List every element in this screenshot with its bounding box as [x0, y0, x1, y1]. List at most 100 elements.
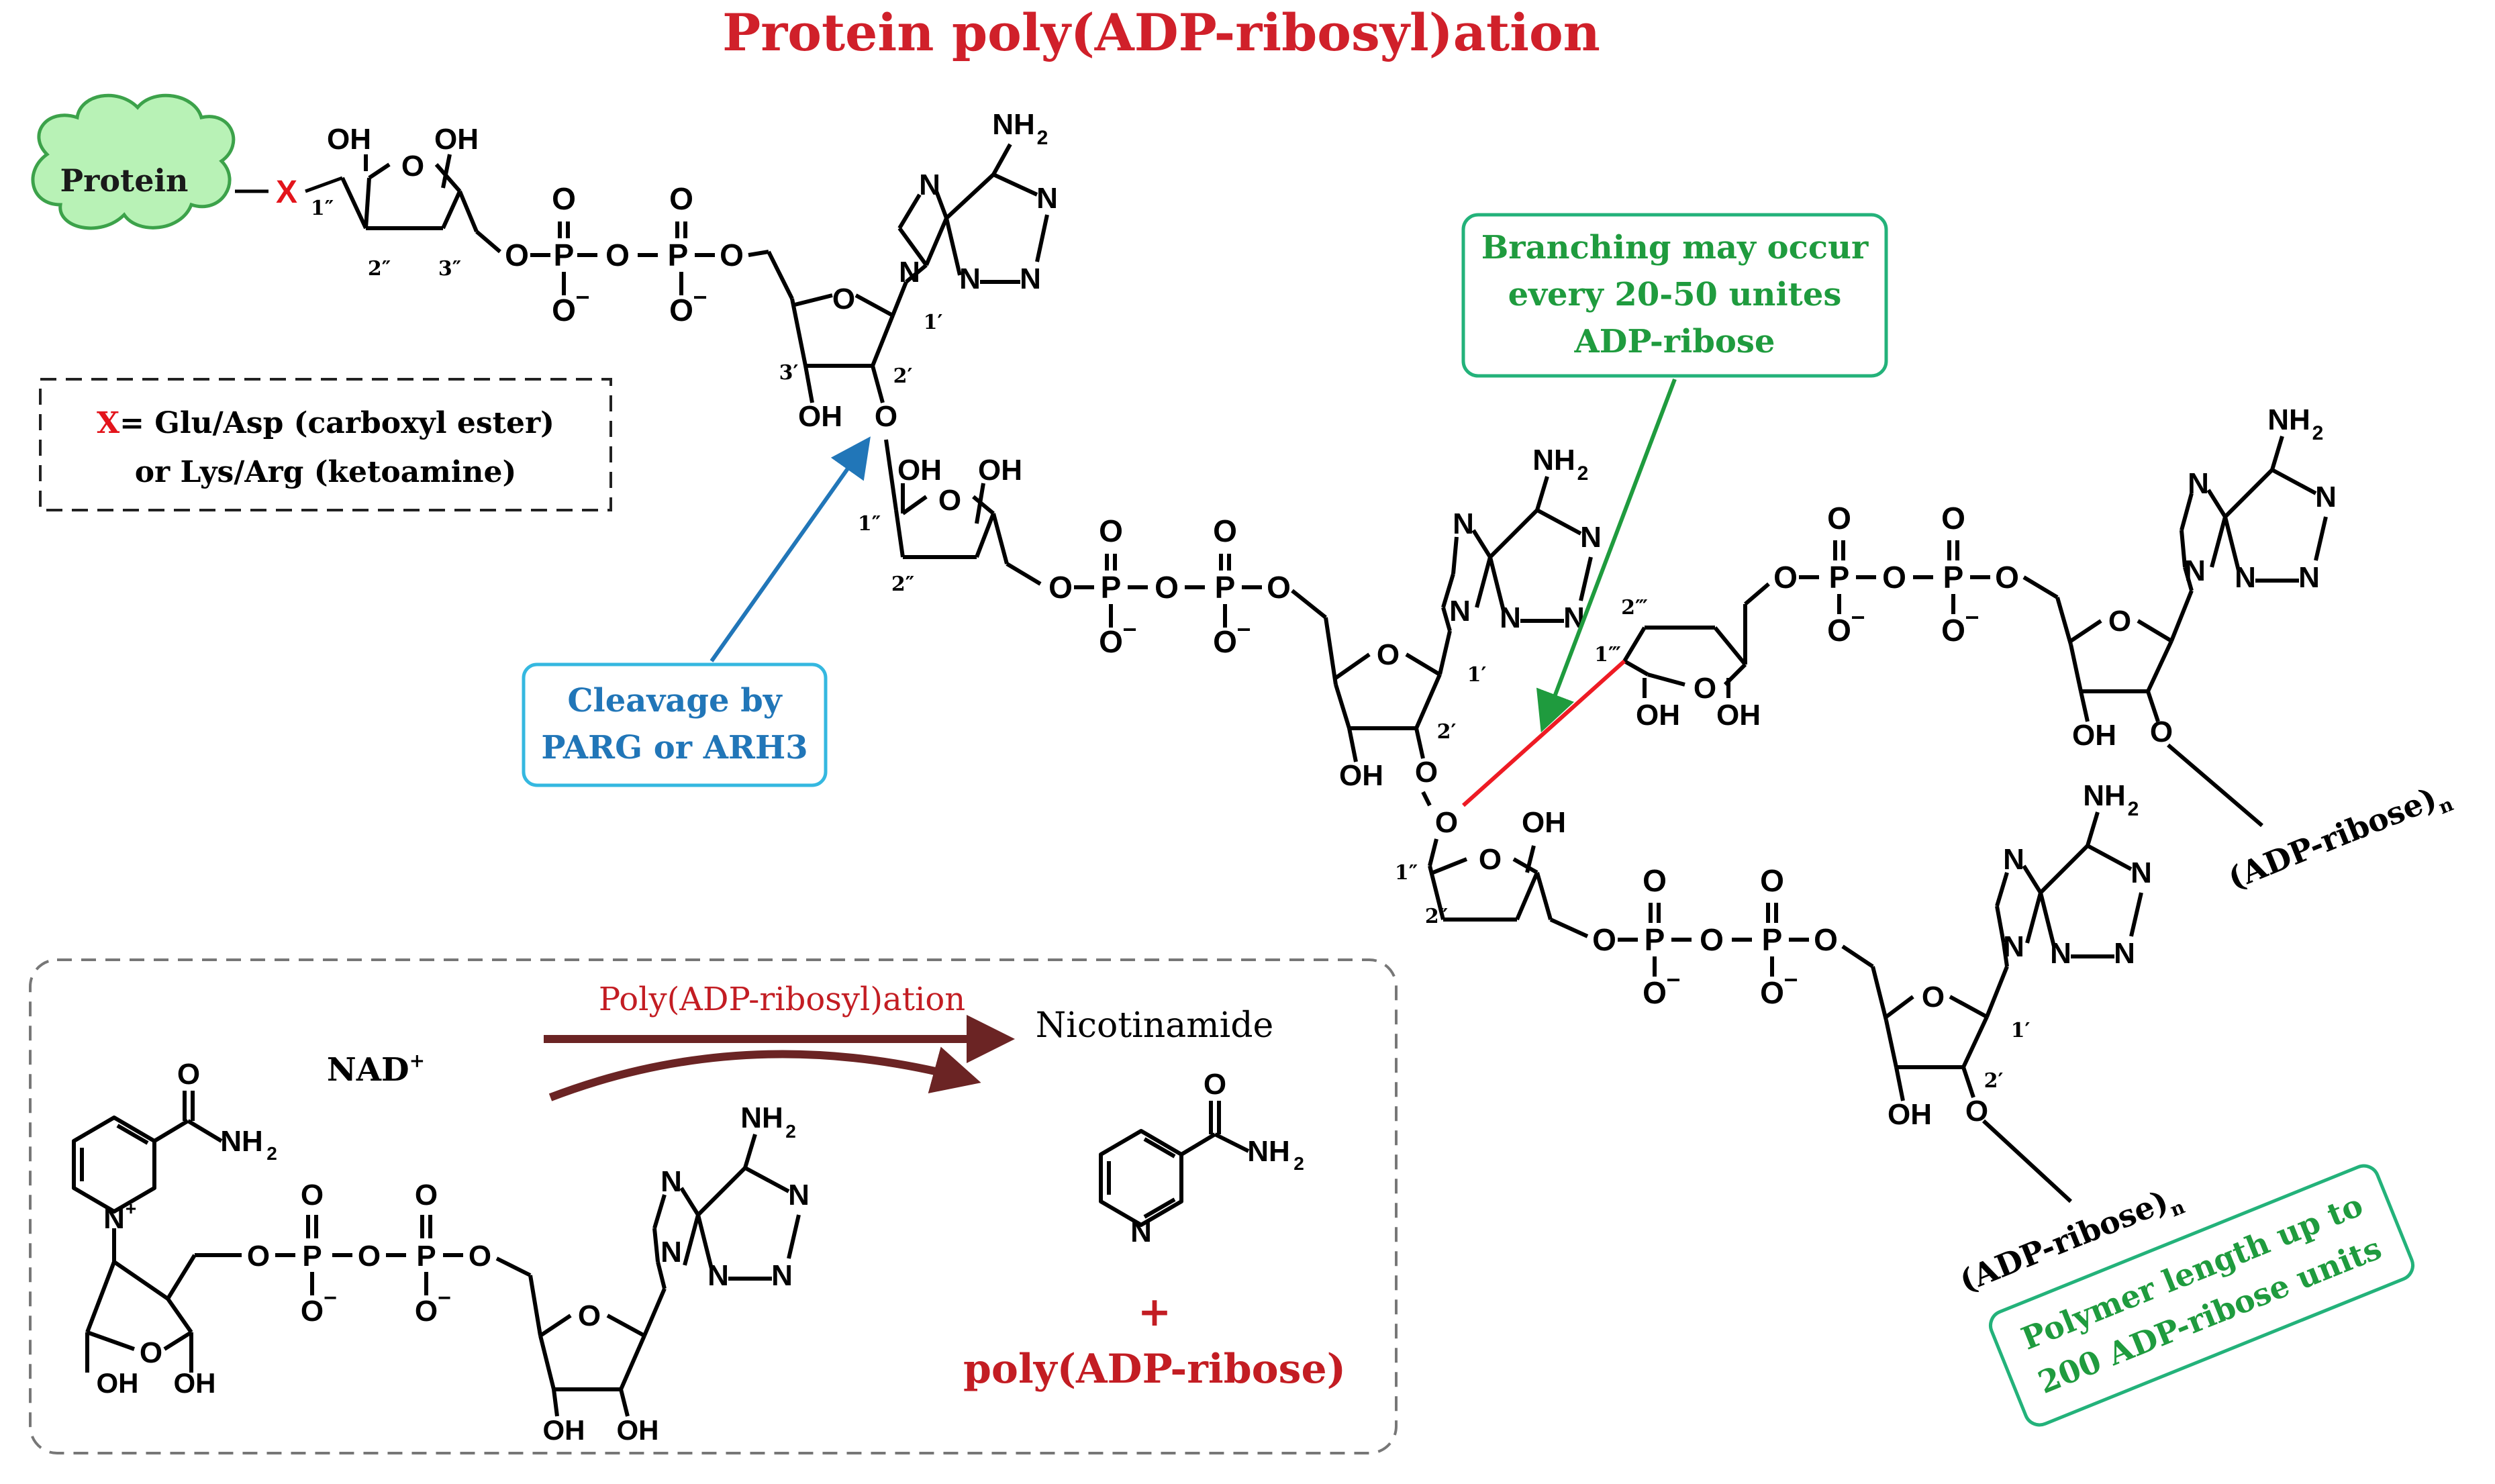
atom-or-text-label: = Glu/Asp (carboxyl ester): [119, 406, 554, 440]
atom-or-text-label: O: [1995, 560, 2019, 595]
chemical-bond: [2314, 516, 2328, 561]
atom-or-text-label: O: [247, 1240, 270, 1273]
atom-or-text-label: N: [1580, 521, 1602, 554]
atom-or-text-label: OH: [1522, 806, 1566, 839]
atom-or-text-label: N: [2315, 481, 2337, 513]
atom-or-text-label: P: [554, 238, 575, 273]
atom-or-text-label: OH: [97, 1367, 139, 1399]
atom-or-text-label: O: [1941, 613, 1965, 648]
chemical-bond: [1414, 673, 1442, 730]
atom-or-text-label: −: [1122, 615, 1136, 643]
atom-or-text-label: O: [1773, 560, 1798, 595]
diagram-part: [1618, 903, 1874, 977]
chemical-bond: [1535, 476, 1549, 511]
atom-or-text-label: N: [2114, 937, 2135, 970]
chemical-bond: [619, 1389, 630, 1417]
atom-or-text-label: O: [669, 181, 693, 216]
atom-or-text-label: X= Glu/Asp (carboxyl ester): [97, 406, 554, 440]
atom-or-text-label: 2′: [893, 364, 913, 388]
atom-or-text-label: P: [1943, 560, 1964, 595]
atom-or-text-label: 2: [785, 1121, 796, 1142]
chemical-bond: [975, 483, 985, 524]
chemical-bond: [1995, 905, 2006, 944]
atom-or-text-label: +: [409, 1050, 425, 1072]
atom-or-text-label: 2″: [1425, 905, 1448, 928]
chemical-bond: [803, 365, 814, 403]
adenine-1-structure: [897, 143, 1049, 284]
atom-or-text-label: N: [1020, 262, 1041, 295]
chemical-bond: [748, 250, 769, 257]
chemical-bond: [871, 314, 895, 367]
chemical-bond: [854, 293, 894, 317]
chemical-bond: [441, 154, 452, 189]
ribose-5-structure: [2055, 589, 2263, 828]
chemical-bond: [1894, 1067, 1905, 1101]
chemical-bond: [1143, 1197, 1176, 1219]
atom-or-text-label: P: [1215, 570, 1236, 605]
chemical-bond: [1841, 944, 1874, 969]
ribose-1-oh-right: OH: [434, 123, 479, 156]
chemical-bond: [1471, 529, 1492, 558]
chemical-bond: [2271, 468, 2317, 495]
chemical-bond: [1647, 673, 1685, 687]
atom-or-text-label: P: [1101, 570, 1122, 605]
chemical-bond: [1441, 573, 1455, 608]
atom-or-text-label: N: [2050, 937, 2071, 970]
chemical-bond: [652, 1228, 660, 1263]
chemical-bond: [619, 1334, 646, 1391]
atom-or-text-label: 3′: [779, 361, 799, 385]
chemical-bond: [1884, 1020, 1898, 1068]
ribose-1-ring-oxygen: O: [401, 150, 424, 183]
atom-or-text-label: O: [140, 1336, 162, 1369]
note-box-frame: [1988, 1164, 2415, 1427]
atom-or-text-label: −: [1965, 603, 1979, 631]
atom-or-text-label: P: [416, 1240, 436, 1273]
chemical-bond: [113, 1260, 169, 1301]
atom-or-text-label: O: [1643, 975, 1667, 1010]
chemical-bond: [790, 298, 808, 366]
poly-adp-ribose-label: poly(ADP-ribose): [963, 1346, 1346, 1393]
chemical-bond: [972, 495, 995, 515]
atom-or-text-label: NH: [1247, 1135, 1290, 1168]
note-box-frame: [522, 662, 828, 787]
chemical-bond: [871, 365, 885, 403]
chemical-bond: [166, 1297, 193, 1334]
atom-or-text-label: OH: [617, 1414, 659, 1446]
atom-or-text-label: OH: [2072, 719, 2116, 752]
atom-or-text-label: Cleavage by: [567, 682, 783, 720]
chemical-bond: [1985, 965, 2009, 1018]
chemical-bond: [992, 172, 1038, 197]
atom-or-text-label: OH: [897, 454, 942, 487]
reaction-arrow-label: Poly(ADP-ribosyl)ation: [599, 981, 965, 1018]
chemical-bond: [1871, 966, 1888, 1021]
atom-or-text-label: O: [1760, 863, 1784, 898]
atom-or-text-label: N: [1453, 507, 1474, 540]
atom-or-text-label: −: [1236, 615, 1251, 643]
atom-or-text-label: P: [1829, 560, 1850, 595]
atom-or-text-label: O: [1965, 1095, 1988, 1128]
chemical-bond: [897, 193, 922, 230]
atom-or-text-label: O: [720, 238, 744, 273]
chemical-bond: [944, 172, 995, 220]
chemical-bond: [1432, 857, 1468, 875]
chemical-bond: [1744, 582, 1770, 606]
atom-or-text-label: OH: [1339, 759, 1383, 792]
chemical-bond: [884, 439, 898, 511]
ribose-2-o-link: O: [875, 400, 897, 433]
atom-or-text-label: N: [2003, 930, 2024, 963]
chemical-bond: [2270, 436, 2284, 471]
chemical-bond: [1291, 589, 1327, 620]
atom-or-text-label: 1‴: [1594, 643, 1621, 666]
atom-or-text-label: PARG or ARH3: [541, 729, 808, 766]
branching-note-box: Branching may occur every 20-50 unites A…: [1461, 213, 1888, 378]
atom-or-text-label: N: [899, 256, 920, 289]
atom-or-text-label: P: [302, 1240, 322, 1273]
chemical-bond: [1536, 508, 1582, 536]
chemical-bond: [552, 1389, 559, 1417]
chemical-bond: [901, 495, 928, 515]
chemical-bond: [1347, 728, 1358, 762]
chemical-bond: [305, 176, 343, 193]
chemical-bond: [944, 217, 962, 276]
note-box-frame: [29, 958, 1398, 1454]
atom-or-text-label: O: [301, 1179, 324, 1211]
